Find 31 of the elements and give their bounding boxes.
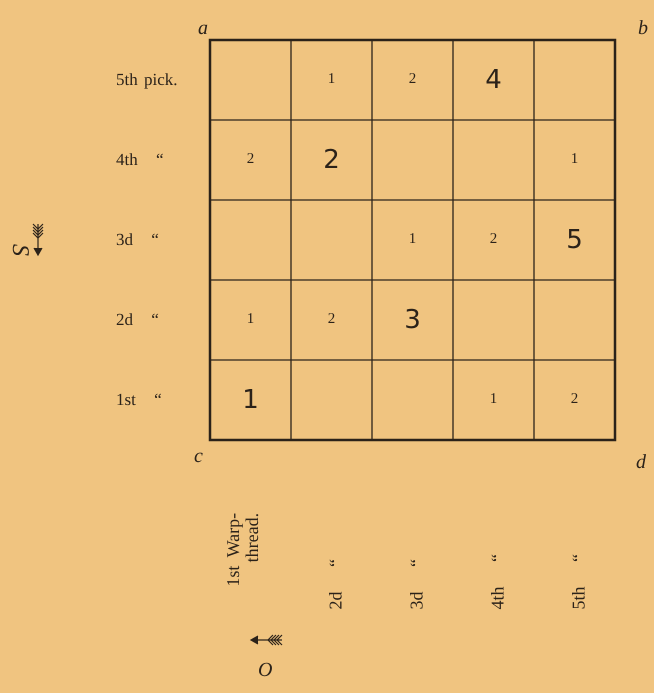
column-label: 4th “ <box>488 552 507 610</box>
cell-number: 2 <box>488 232 498 247</box>
row-label: 3d “ <box>116 231 159 248</box>
column-label: 1st Warp-thread. <box>224 512 262 589</box>
cell-number: 1 <box>488 392 498 407</box>
cell-number: 1 <box>570 152 580 167</box>
row-label: 4th “ <box>116 151 164 168</box>
row-label: 2d “ <box>116 311 159 328</box>
cell-number: 1 <box>241 387 260 413</box>
direction-letter: S <box>8 244 32 256</box>
cell-number: 2 <box>322 147 341 173</box>
column-label: 5th “ <box>569 552 588 610</box>
cell-number: 3 <box>403 307 422 333</box>
cell-number: 4 <box>484 67 503 93</box>
column-label: 2d “ <box>326 558 345 610</box>
corner-letter: c <box>194 446 203 466</box>
corner-letter: a <box>198 18 208 38</box>
cell-number: 2 <box>570 392 580 407</box>
cell-number: 2 <box>246 152 256 167</box>
cell-number: 1 <box>408 232 418 247</box>
corner-letter: d <box>636 452 646 472</box>
corner-letter: b <box>638 18 648 38</box>
cell-number: 2 <box>408 72 418 87</box>
direction-letter: O <box>258 660 272 680</box>
cell-number: 1 <box>326 72 336 87</box>
cell-number: 5 <box>565 227 584 253</box>
cell-number: 2 <box>326 312 336 327</box>
row-label: 1st “ <box>116 391 162 408</box>
column-label: 3d “ <box>407 558 426 610</box>
row-label: 5th pick. <box>116 71 178 88</box>
cell-number: 1 <box>246 312 256 327</box>
